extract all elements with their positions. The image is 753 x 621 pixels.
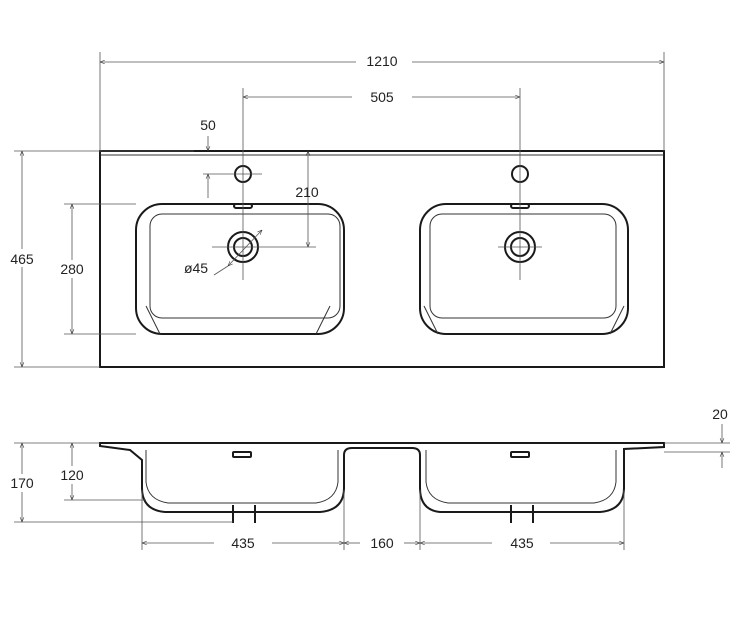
dim-faucet-spacing: 505 <box>243 89 520 105</box>
front-left-overflow <box>232 451 252 458</box>
label-bowl-height: 120 <box>60 467 84 483</box>
dim-faucet-offset: 50 <box>100 117 216 198</box>
front-right-drain <box>510 505 534 523</box>
countertop-outline <box>99 150 665 368</box>
label-faucet-spacing: 505 <box>370 89 394 105</box>
dim-total-width: 1210 <box>99 52 665 151</box>
label-total-width: 1210 <box>366 53 397 69</box>
label-left-bowl-width: 435 <box>231 535 255 551</box>
front-view: 20 170 120 435 160 <box>6 406 730 551</box>
dim-bowl-depth: 280 <box>56 203 136 335</box>
label-total-depth: 465 <box>10 251 34 267</box>
top-view: 1210 505 50 210 465 <box>6 52 665 368</box>
front-right-overflow <box>510 451 530 458</box>
dim-total-height: 170 <box>6 442 233 523</box>
label-faucet-offset: 50 <box>200 117 216 133</box>
dim-total-depth: 465 <box>6 150 100 368</box>
label-rim-thickness: 20 <box>712 406 728 422</box>
label-total-height: 170 <box>10 475 34 491</box>
dim-drain-offset: 210 <box>295 151 319 247</box>
right-bowl <box>419 165 629 335</box>
label-drain-diameter: ø45 <box>184 260 208 276</box>
front-left-drain <box>232 505 256 523</box>
label-drain-offset: 210 <box>295 184 319 200</box>
dim-rim-thickness: 20 <box>664 406 730 468</box>
dim-bowl-widths: 435 160 435 <box>141 490 625 551</box>
centerlines <box>203 88 542 280</box>
label-bowl-gap: 160 <box>370 535 394 551</box>
label-right-bowl-width: 435 <box>510 535 534 551</box>
dim-bowl-height: 120 <box>56 443 146 501</box>
front-inner-profile <box>145 450 339 504</box>
dim-drain-diameter: ø45 <box>184 230 262 276</box>
front-outer-profile <box>99 442 665 513</box>
label-bowl-depth: 280 <box>60 261 84 277</box>
